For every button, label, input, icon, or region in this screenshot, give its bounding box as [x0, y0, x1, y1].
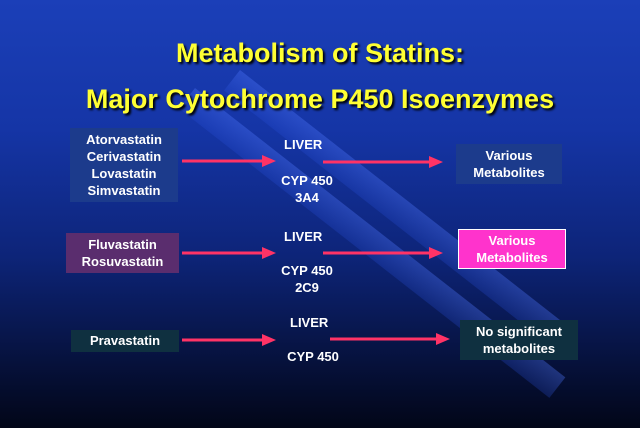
organ-label: LIVER	[284, 229, 323, 244]
arrow-to-metabolites	[323, 156, 443, 168]
arrow-to-liver	[182, 155, 276, 167]
drug-box-cyp2c9: Fluvastatin Rosuvastatin	[66, 233, 179, 273]
organ-label: LIVER	[284, 137, 323, 152]
drug-name: Simvastatin	[87, 183, 161, 198]
drug-name: Atorvastatin	[86, 132, 162, 147]
result-box-various-metabolites: Various Metabolites	[456, 144, 562, 184]
enzyme-label: CYP 450 2C9	[281, 263, 333, 295]
arrow-to-metabolites	[323, 247, 443, 259]
enzyme-label: CYP 450	[287, 349, 339, 364]
drug-name: Lovastatin	[91, 166, 157, 181]
slide-title-line-1: Metabolism of Statins:	[175, 38, 465, 68]
drug-box-cyp3a4: Atorvastatin Cerivastatin Lovastatin Sim…	[70, 128, 178, 202]
drug-box-pravastatin: Pravastatin	[71, 330, 179, 352]
arrow-to-liver	[182, 334, 276, 346]
arrow-to-metabolites	[330, 333, 450, 345]
drug-name: Pravastatin	[89, 333, 161, 348]
arrow-to-liver	[182, 247, 276, 259]
drug-name: Fluvastatin	[88, 237, 157, 252]
result-box-various-metabolites: Various Metabolites	[458, 229, 566, 269]
result-box-no-significant-metabolites: No significant metabolites	[460, 320, 578, 360]
slide-title-line-2: Major Cytochrome P450 Isoenzymes	[85, 84, 555, 114]
organ-label: LIVER	[290, 315, 329, 330]
drug-name: Rosuvastatin	[81, 254, 164, 269]
drug-name: Cerivastatin	[86, 149, 162, 164]
enzyme-label: CYP 450 3A4	[281, 173, 333, 205]
